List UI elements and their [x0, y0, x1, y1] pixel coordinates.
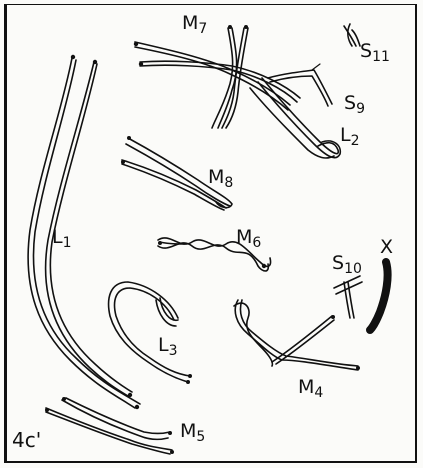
- label-S9-sub: 9: [356, 101, 365, 117]
- chromosome-M4: [234, 300, 360, 370]
- label-M4-main: M: [298, 376, 314, 398]
- label-S9-main: S: [344, 92, 356, 114]
- label-M7-sub: 7: [198, 21, 207, 37]
- label-X: X: [380, 238, 393, 257]
- chromosome-S9: [268, 64, 332, 106]
- label-M8: M8: [208, 168, 233, 190]
- chromosome-L1: [28, 55, 140, 409]
- label-M7: M7: [182, 14, 207, 36]
- chromosome-S11: [344, 24, 360, 46]
- chromosome-L2: [250, 78, 340, 158]
- label-S10: S10: [332, 254, 362, 276]
- label-M6-main: M: [236, 226, 252, 248]
- label-M5: M5: [180, 422, 205, 444]
- label-S10-main: S: [332, 252, 344, 274]
- label-L3: L3: [158, 336, 178, 358]
- label-S11: S11: [360, 42, 390, 64]
- chromosome-L3: [109, 282, 192, 384]
- label-M5-sub: 5: [196, 429, 205, 445]
- label-L3-sub: 3: [169, 343, 178, 359]
- label-S10-sub: 10: [344, 261, 362, 277]
- label-L2-main: L: [340, 124, 351, 146]
- label-S9: S9: [344, 94, 365, 116]
- label-S11-sub: 11: [372, 49, 390, 65]
- label-L2: L2: [340, 126, 360, 148]
- chromosome-X: [370, 262, 388, 330]
- label-M6-sub: 6: [252, 235, 261, 251]
- label-L1: L1: [52, 228, 72, 250]
- label-M5-main: M: [180, 420, 196, 442]
- label-M6: M6: [236, 228, 261, 250]
- label-L2-sub: 2: [351, 133, 360, 149]
- label-M4: M4: [298, 378, 323, 400]
- chromosome-S10: [334, 276, 362, 318]
- chromosome-M5: [45, 397, 174, 454]
- panel-label: 4c': [12, 430, 41, 450]
- label-L3-main: L: [158, 334, 169, 356]
- label-S11-main: S: [360, 40, 372, 62]
- label-M8-sub: 8: [224, 175, 233, 191]
- label-M4-sub: 4: [314, 385, 323, 401]
- label-X-main: X: [380, 236, 393, 258]
- label-L1-main: L: [52, 226, 63, 248]
- label-M8-main: M: [208, 166, 224, 188]
- label-L1-sub: 1: [63, 235, 72, 251]
- label-M7-main: M: [182, 12, 198, 34]
